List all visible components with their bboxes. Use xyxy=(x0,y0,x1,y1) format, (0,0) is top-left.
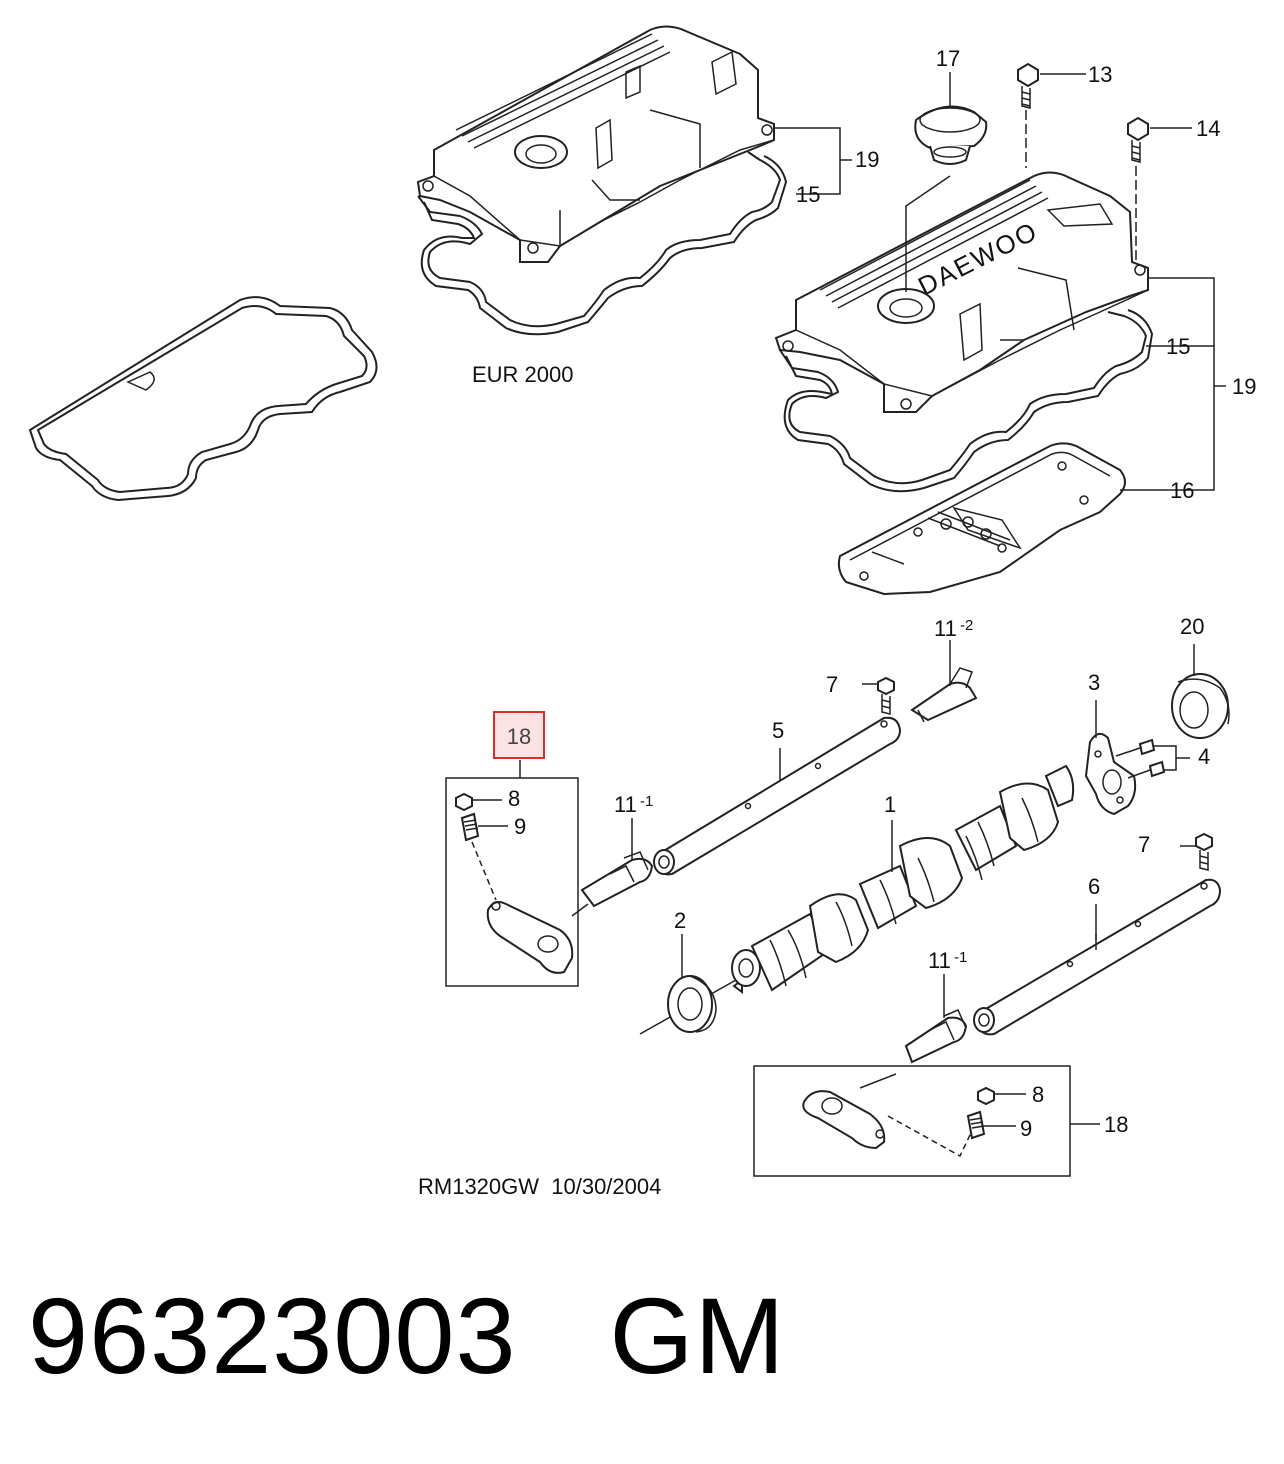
callout-15-top: 15 xyxy=(796,182,820,207)
callout-11-1-upper-suffix: -1 xyxy=(640,793,653,810)
callout-11-1-upper: 11 xyxy=(614,792,637,817)
callout-6: 6 xyxy=(1088,874,1100,899)
callout-8-lower: 8 xyxy=(1032,1082,1044,1107)
seal-20 xyxy=(1171,673,1230,739)
bolt-14 xyxy=(1127,116,1149,262)
rocker-arm-11-1-lower xyxy=(904,1009,968,1064)
callout-7-lower: 7 xyxy=(1138,832,1150,857)
box-18-lower xyxy=(753,1065,1071,1177)
leader-lines xyxy=(472,72,1226,1127)
bolt-7-lower xyxy=(1195,832,1213,871)
oil-seal xyxy=(667,975,717,1033)
callout-13: 13 xyxy=(1088,62,1112,87)
rocker-shaft-lower xyxy=(973,878,1222,1036)
callout-19-top: 19 xyxy=(855,147,879,172)
rocker-shaft-upper xyxy=(653,716,902,876)
rocker-arm-11-2 xyxy=(910,667,978,723)
callout-14: 14 xyxy=(1196,116,1220,141)
drawing-reference: RM1320GW 10/30/2004 xyxy=(418,1174,661,1199)
bolt-7-upper xyxy=(877,676,895,715)
cap-centre-line xyxy=(905,175,951,292)
callout-11-2: 11 xyxy=(934,616,957,641)
valve-cover-daewoo: DAEWOO xyxy=(774,171,1154,596)
callout-9-upper: 9 xyxy=(514,814,526,839)
callout-1: 1 xyxy=(884,792,896,817)
valve-cover-eur2000 xyxy=(416,25,788,336)
callout-15-right: 15 xyxy=(1166,334,1190,359)
callout-7-upper: 7 xyxy=(826,672,838,697)
callout-18-highlight[interactable]: 18 xyxy=(507,724,531,749)
callout-11-1-lower: 11 xyxy=(928,948,951,973)
callout-labels: 17 13 14 19 15 15 19 16 EUR 2000 11 -2 2… xyxy=(418,46,1256,1199)
screws-4 xyxy=(1115,738,1166,779)
box-18-upper xyxy=(445,777,589,987)
callout-4: 4 xyxy=(1198,744,1210,769)
camshaft xyxy=(639,764,1075,1035)
loose-gasket xyxy=(28,296,378,502)
bolt-13 xyxy=(1017,62,1039,168)
callout-16: 16 xyxy=(1170,478,1194,503)
thrust-plate xyxy=(1084,732,1137,816)
callout-9-lower: 9 xyxy=(1020,1116,1032,1141)
callout-18-lower: 18 xyxy=(1104,1112,1128,1137)
rocker-arm-11-1-upper xyxy=(580,851,654,908)
eur-2000-label: EUR 2000 xyxy=(472,362,574,387)
callout-17: 17 xyxy=(936,46,960,71)
highlight-box[interactable] xyxy=(493,711,545,759)
callout-19-right: 19 xyxy=(1232,374,1256,399)
callout-3: 3 xyxy=(1088,670,1100,695)
callout-11-1-lower-suffix: -1 xyxy=(954,949,967,966)
callout-2: 2 xyxy=(674,908,686,933)
callout-20: 20 xyxy=(1180,614,1204,639)
oil-filler-cap xyxy=(914,105,988,165)
callout-8-upper: 8 xyxy=(508,786,520,811)
callout-5: 5 xyxy=(772,718,784,743)
callout-11-2-suffix: -2 xyxy=(960,617,973,634)
part-number-title: 96323003 GM xyxy=(28,1275,786,1396)
